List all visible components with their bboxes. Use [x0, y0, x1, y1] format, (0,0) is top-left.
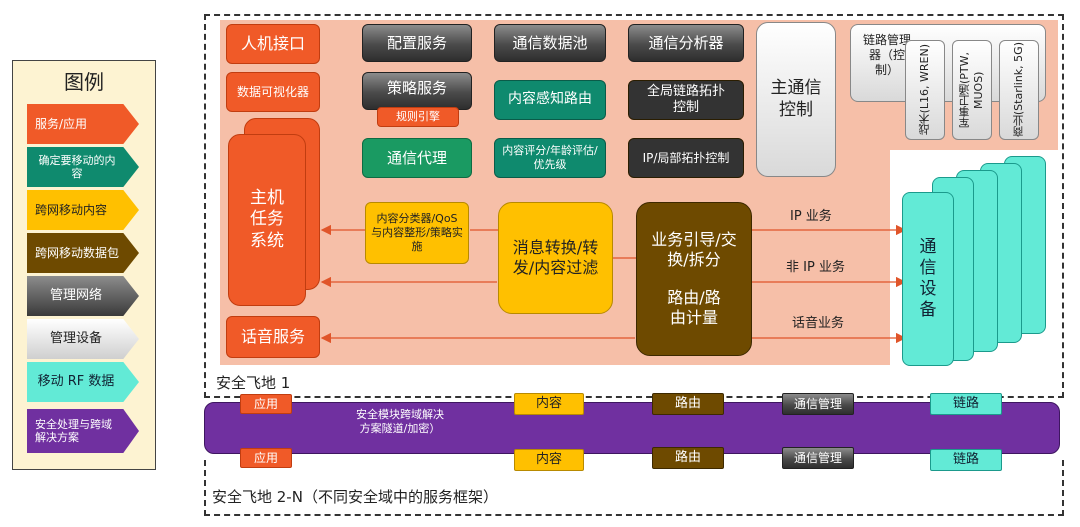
mission-system-box: 主机任务系统 [228, 134, 306, 306]
bar-app-bottom: 应用 [240, 448, 292, 468]
legend-item-content-to-move: 确定要移动的内容 [27, 147, 139, 187]
policy-service-box: 策略服务 [362, 72, 472, 110]
legend-label: 移动 RF 数据 [37, 374, 115, 390]
security-bar [204, 402, 1060, 454]
ip-local-topology-box: IP/局部拓扑控制 [628, 138, 744, 178]
legend-item-service: 服务/应用 [27, 104, 139, 144]
legend-item-security-crossdomain: 安全处理与跨域解决方案 [27, 409, 139, 453]
content-aware-routing-box: 内容感知路由 [494, 80, 606, 120]
comm-analyzer-box: 通信分析器 [628, 24, 744, 62]
link-military-sat-card: 军事卫通(PTW, MUOS) [952, 40, 992, 140]
main-comm-control-box: 主通信控制 [756, 22, 836, 177]
rules-engine-box: 规则引擎 [377, 107, 459, 127]
enclave-1-frame [204, 14, 1064, 398]
comm-equipment-box: 通信设备 [902, 192, 954, 366]
hmi-box: 人机接口 [226, 24, 320, 64]
message-switch-box: 消息转换/转发/内容过滤 [498, 202, 613, 314]
bar-content-bottom: 内容 [514, 449, 584, 471]
enclave-2n-frame [204, 460, 1064, 516]
legend-label: 确定要移动的内容 [38, 153, 116, 180]
legend-item-rf-data: 移动 RF 数据 [27, 362, 139, 402]
global-link-topology-box: 全局链路拓扑控制 [628, 80, 744, 120]
data-visualizer-box: 数据可视化器 [226, 72, 320, 112]
bar-routing-top: 路由 [652, 393, 724, 415]
bar-link-bottom: 链路 [930, 449, 1002, 471]
legend-item-mgmt-network: 管理网络 [27, 276, 139, 316]
service-routing-bottom: 路由/路由计量 [667, 288, 721, 327]
config-service-box: 配置服务 [362, 24, 472, 62]
legend-item-cross-net-content: 跨网移动内容 [27, 190, 139, 230]
voice-service-box: 话音服务 [226, 316, 320, 358]
bar-comm-mgmt-top: 通信管理 [782, 393, 854, 415]
legend-label: 服务/应用 [35, 116, 88, 131]
legend-label: 跨网移动内容 [35, 202, 108, 217]
voice-traffic-label: 话音业务 [792, 316, 845, 331]
legend-label: 安全处理与跨域解决方案 [35, 417, 112, 444]
link-tactical-card: 战术(L16, WREN) [905, 40, 945, 140]
enclave-1-label: 安全飞地 1 [216, 374, 291, 392]
ip-service-label: IP 业务 [790, 209, 832, 224]
link-tactical-label: 战术(L16, WREN) [918, 44, 932, 136]
comm-data-pool-box: 通信数据池 [494, 24, 606, 62]
service-routing-box: 业务引导/交换/拆分 路由/路由计量 [636, 202, 752, 356]
content-classifier-box: 内容分类器/QoS 与内容整形/策略实施 [365, 202, 469, 264]
legend-label: 管理网络 [49, 288, 102, 304]
link-military-sat-label: 军事卫通(PTW, MUOS) [958, 51, 985, 129]
bar-content-top: 内容 [514, 393, 584, 415]
legend-label: 跨网移动数据包 [35, 245, 120, 260]
legend-item-mgmt-device: 管理设备 [27, 319, 139, 359]
bar-routing-bottom: 路由 [652, 447, 724, 469]
content-scoring-box: 内容评分/年龄评估/优先级 [494, 138, 606, 178]
link-commercial-label: 商业(Starlink, 5G) [1012, 42, 1026, 138]
legend-title: 图例 [64, 70, 104, 94]
comm-proxy-box: 通信代理 [362, 138, 472, 178]
legend-label: 管理设备 [49, 331, 102, 347]
non-ip-service-label: 非 IP 业务 [786, 260, 845, 275]
legend-item-cross-net-packet: 跨网移动数据包 [27, 233, 139, 273]
bar-app-top: 应用 [240, 394, 292, 414]
enclave-2n-label: 安全飞地 2-N（不同安全域中的服务框架） [212, 488, 498, 506]
security-bar-title: 安全模块跨域解决方案隧道/加密） [356, 408, 444, 435]
bar-comm-mgmt-bottom: 通信管理 [782, 447, 854, 469]
bar-link-top: 链路 [930, 393, 1002, 415]
link-commercial-card: 商业(Starlink, 5G) [999, 40, 1039, 140]
service-routing-top: 业务引导/交换/拆分 [651, 230, 737, 269]
link-manager-label: 链路管理器（控制） [862, 33, 911, 77]
